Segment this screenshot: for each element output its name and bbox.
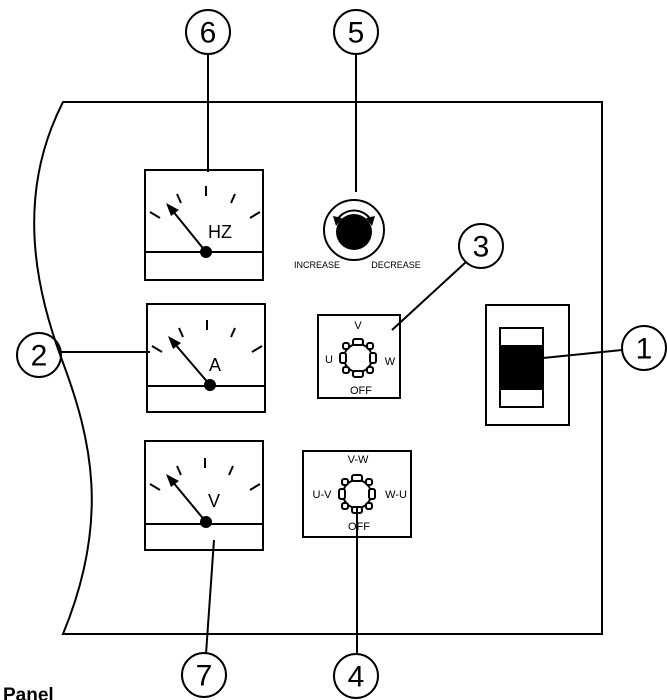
panel-outline bbox=[33, 101, 603, 635]
selector-label-u: U bbox=[325, 354, 333, 366]
voltmeter-unit: V bbox=[208, 491, 220, 511]
voltmeter-scale bbox=[149, 458, 261, 491]
frequency-meter-scale bbox=[149, 186, 261, 219]
svg-text:7: 7 bbox=[196, 660, 213, 693]
voltage-adjust-knob[interactable]: INCREASE DECREASE bbox=[294, 199, 421, 270]
callout-4: 4 bbox=[333, 653, 379, 699]
page-title: Panel bbox=[3, 685, 54, 700]
leader-line-7 bbox=[205, 539, 215, 655]
callout-2: 2 bbox=[16, 332, 62, 378]
svg-text:2: 2 bbox=[31, 340, 48, 373]
main-switch[interactable] bbox=[485, 304, 570, 426]
selector-label-u-v: U-V bbox=[313, 489, 333, 501]
selector-label-v-w: V-W bbox=[348, 454, 369, 466]
main-switch-rocker[interactable] bbox=[500, 345, 543, 390]
svg-text:1: 1 bbox=[636, 333, 653, 366]
ammeter-scale bbox=[151, 320, 263, 353]
ammeter-needle bbox=[173, 342, 211, 386]
selector-label-v: V bbox=[354, 320, 362, 332]
knob-increase-label: INCREASE bbox=[294, 260, 340, 270]
selector-label-w-u: W-U bbox=[385, 489, 407, 501]
voltmeter-needle-tip bbox=[166, 474, 179, 487]
frequency-meter-unit: HZ bbox=[208, 222, 232, 242]
ammeter: A bbox=[146, 303, 266, 413]
leader-line-3 bbox=[391, 261, 467, 331]
frequency-meter-needle bbox=[171, 209, 207, 253]
selector-label-w: W bbox=[385, 356, 396, 368]
callout-6: 6 bbox=[185, 9, 231, 55]
callout-7: 7 bbox=[181, 652, 227, 698]
callout-5: 5 bbox=[333, 9, 379, 55]
svg-text:4: 4 bbox=[348, 661, 365, 694]
voltmeter-needle bbox=[171, 480, 207, 523]
ammeter-phase-selector[interactable]: V U W OFF bbox=[317, 314, 401, 399]
frequency-meter-pivot bbox=[200, 246, 212, 258]
selector-knob-icon[interactable] bbox=[338, 474, 376, 514]
frequency-meter: HZ bbox=[144, 169, 264, 281]
ammeter-needle-tip bbox=[168, 336, 181, 349]
ammeter-unit: A bbox=[209, 355, 221, 375]
svg-text:5: 5 bbox=[348, 17, 365, 50]
selector-label-off: OFF bbox=[348, 521, 370, 533]
frequency-meter-needle-tip bbox=[166, 203, 179, 216]
rotation-arrow-icon bbox=[336, 209, 372, 221]
svg-text:3: 3 bbox=[473, 231, 490, 264]
callout-3: 3 bbox=[458, 223, 504, 269]
selector-knob-icon[interactable] bbox=[339, 338, 377, 378]
voltmeter: V bbox=[144, 440, 264, 551]
leader-line-1 bbox=[542, 349, 623, 359]
voltmeter-pivot bbox=[200, 516, 212, 528]
ammeter-pivot bbox=[204, 379, 216, 391]
callout-1: 1 bbox=[621, 325, 667, 371]
knob-cap[interactable] bbox=[336, 214, 372, 250]
svg-text:6: 6 bbox=[200, 17, 217, 50]
knob-decrease-label: DECREASE bbox=[371, 260, 421, 270]
selector-label-off: OFF bbox=[350, 385, 372, 397]
